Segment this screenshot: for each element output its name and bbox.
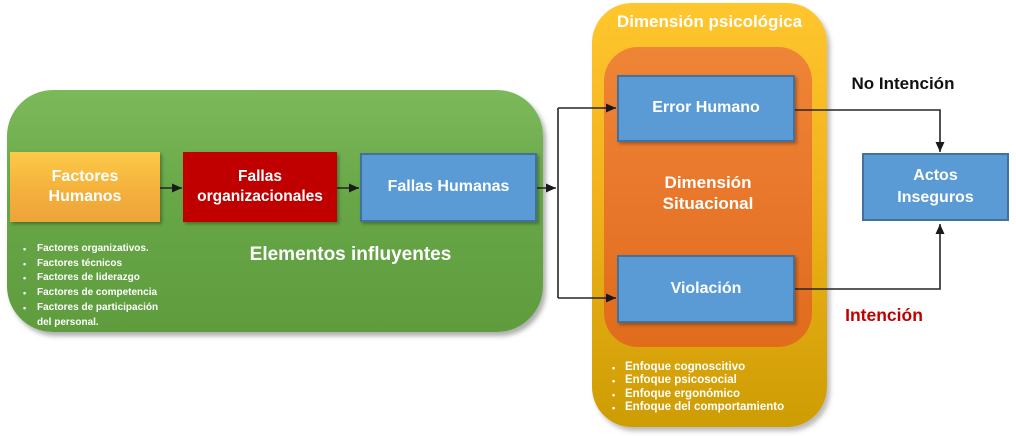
bullet-item: Enfoque psicosocial — [604, 374, 816, 389]
bullet-item: Factores técnicos — [20, 257, 170, 272]
bullet-item: Enfoque cognoscitivo — [604, 361, 816, 376]
node-fallas-humanas: Fallas Humanas — [360, 153, 537, 222]
node-violacion: Violación — [617, 255, 795, 323]
elementos-influyentes-caption: Elementos influyentes — [249, 244, 452, 265]
no-intention-label: No Intención — [851, 74, 955, 93]
green-bullet-list: Factores organizativos.Factores técnicos… — [20, 242, 170, 330]
node-error-humano: Error Humano — [617, 75, 795, 142]
gold-bullet-list: Enfoque cognoscitivoEnfoque psicosocialE… — [604, 361, 816, 416]
bullet-item: Factores de liderazgo — [20, 271, 170, 286]
node-actos-inseguros: Actos Inseguros — [862, 153, 1009, 221]
situational-dimension-caption: Dimensión Situacional — [662, 173, 754, 213]
intention-label: Intención — [845, 305, 923, 325]
node-factores-humanos: Factores Humanos — [10, 152, 160, 222]
node-fallas-organizacionales: Fallas organizacionales — [183, 152, 337, 222]
bullet-item: Factores de competencia — [20, 286, 170, 301]
bullet-item: Factores de participación del personal. — [20, 301, 170, 330]
bullet-item: Enfoque del comportamiento — [604, 401, 816, 416]
bullet-item: Factores organizativos. — [20, 242, 170, 257]
psychological-dimension-title: Dimensión psicológica — [616, 12, 803, 31]
bullet-item: Enfoque ergonómico — [604, 388, 816, 403]
